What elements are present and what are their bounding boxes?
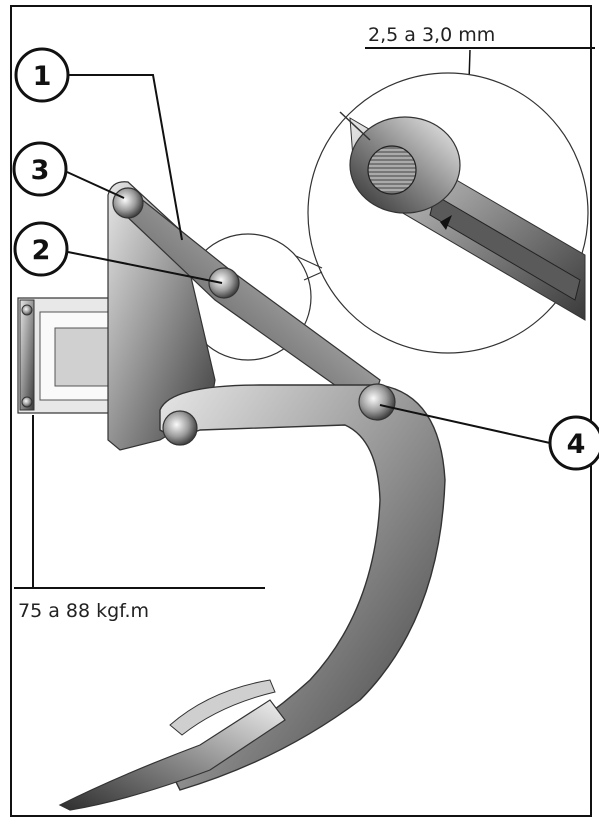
callout-4-number: 4: [567, 429, 586, 460]
page-frame: [10, 5, 592, 817]
tip-wing: [169, 679, 276, 736]
leader-3: [66, 171, 125, 199]
pivot-bolt-2: [208, 267, 240, 299]
detail-connector-top: [295, 255, 323, 269]
callout-2-number: 2: [32, 235, 51, 266]
detail-connector-bottom: [303, 271, 323, 281]
detail-zoom-content: [339, 111, 586, 321]
pivot-bolt-3: [112, 187, 144, 219]
leader-2: [67, 251, 223, 284]
callout-1-number: 1: [33, 61, 52, 92]
shank-tip: [58, 699, 286, 811]
pivot-bolt-lower: [162, 410, 198, 446]
mounting-bracket: [107, 181, 216, 451]
leader-1: [69, 74, 183, 241]
leader-4: [379, 404, 551, 444]
callout-1: 1: [14, 47, 70, 103]
callout-3: 3: [12, 141, 68, 197]
callout-3-number: 3: [31, 155, 50, 186]
torque-label: 75 a 88 kgf.m: [18, 600, 149, 622]
pivot-bolt-4: [358, 383, 396, 421]
dimension-gap-label: 2,5 a 3,0 mm: [368, 24, 495, 46]
callout-4: 4: [548, 415, 599, 471]
callout-2: 2: [13, 221, 69, 277]
